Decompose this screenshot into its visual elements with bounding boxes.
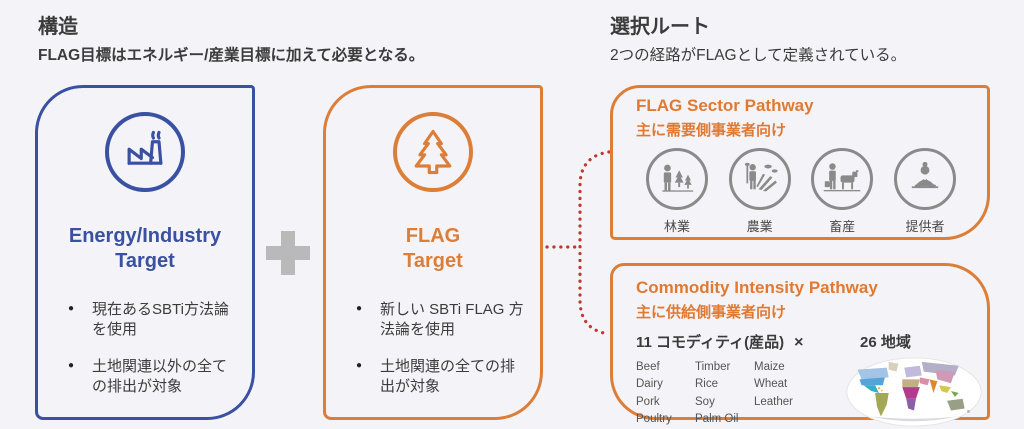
commodity-column-2: Timber Rice Soy Palm Oil: [695, 359, 739, 428]
pine-tree-icon: [393, 112, 473, 192]
forestry-icon: [646, 148, 708, 210]
sector-item-provider: 提供者: [889, 148, 961, 235]
commodity-column-3: Maize Wheat Leather: [754, 359, 798, 428]
commodity-columns: Beef Dairy Pork Poultry Timber Rice Soy …: [636, 359, 842, 428]
bullet-item: 新しい SBTi FLAG 方法論を使用: [356, 300, 528, 341]
flag-target-card: FLAG Target 新しい SBTi FLAG 方法論を使用 土地関連の全て…: [323, 85, 543, 420]
regions-block: 26 地域: [844, 331, 984, 429]
sector-pathway-subtitle: 主に需要側事業者向け: [636, 122, 787, 139]
route-title: 選択ルート: [610, 16, 710, 38]
bullet-item: 現在あるSBTi方法論を使用: [68, 300, 240, 341]
sector-item-forestry: 林業: [641, 148, 713, 235]
structure-title: 構造: [38, 16, 78, 38]
commodity-item: Timber: [695, 361, 731, 373]
commodity-item: Maize: [754, 361, 785, 373]
flag-target-title-line2: Target: [403, 250, 463, 272]
agriculture-icon: [728, 148, 791, 210]
structure-header: 構造 FLAG目標はエネルギー/産業目標に加えて必要となる。: [38, 10, 424, 65]
flag-target-bullets: 新しい SBTi FLAG 方法論を使用 土地関連の全ての排出が対象: [356, 300, 528, 397]
provider-icon: [893, 148, 956, 210]
commodity-item: Dairy: [636, 378, 663, 391]
energy-target-title: Energy/Industry Target: [38, 224, 252, 274]
sector-pathway-title: FLAG Sector Pathway: [636, 96, 814, 115]
regions-heading: 26 地域: [860, 334, 911, 351]
commodities-heading: 11 コモディティ(産品) ×: [636, 331, 842, 352]
commodity-pathway-subtitle: 主に供給側事業者向け: [636, 304, 787, 321]
sector-item-agriculture: 農業: [724, 148, 796, 235]
multiply-icon: ×: [794, 334, 804, 351]
commodity-item: Soy: [695, 395, 715, 408]
route-header: 選択ルート 2つの経路がFLAGとして定義されている。: [610, 10, 906, 65]
sector-item-livestock: 畜産: [806, 148, 878, 235]
plus-icon: [266, 231, 310, 275]
energy-target-bullets: 現在あるSBTi方法論を使用 土地関連以外の全ての排出が対象: [68, 300, 240, 397]
commodity-item: Beef: [636, 361, 660, 373]
commodity-column-1: Beef Dairy Pork Poultry: [636, 359, 680, 428]
commodity-pathway-title: Commodity Intensity Pathway: [636, 278, 878, 297]
energy-industry-target-card: Energy/Industry Target 現在あるSBTi方法論を使用 土地…: [35, 85, 255, 420]
route-subtitle: 2つの経路がFLAGとして定義されている。: [610, 47, 907, 64]
commodity-item: Leather: [754, 395, 794, 408]
sector-label: 畜産: [829, 219, 856, 234]
sector-label: 提供者: [905, 219, 945, 234]
flag-target-title: FLAG Target: [326, 224, 540, 274]
structure-subtitle: FLAG目標はエネルギー/産業目標に加えて必要となる。: [38, 47, 425, 64]
factory-icon: [105, 112, 185, 192]
commodity-list-block: 11 コモディティ(産品) × Beef Dairy Pork Poultry T…: [636, 331, 842, 429]
flag-sector-pathway-card: FLAG Sector Pathway 主に需要側事業者向け: [610, 85, 990, 240]
bullet-item: 土地関連の全ての排出が対象: [356, 357, 528, 398]
sector-label: 林業: [663, 219, 690, 234]
world-map: [844, 356, 984, 429]
commodity-content-row: 11 コモディティ(産品) × Beef Dairy Pork Poultry T…: [636, 331, 987, 429]
flag-target-title-line1: FLAG: [405, 225, 461, 247]
energy-target-title-line1: Energy/Industry: [68, 225, 222, 247]
commodity-item: Pork: [636, 395, 660, 408]
bullet-item: 土地関連以外の全ての排出が対象: [68, 357, 240, 398]
commodity-item: Rice: [695, 378, 719, 391]
commodities-count-label: 11 コモディティ(産品): [636, 334, 785, 351]
commodity-item: Poultry: [636, 412, 672, 425]
energy-target-title-line2: Target: [115, 250, 175, 272]
sector-label: 農業: [746, 219, 773, 234]
sector-icon-row: 林業: [641, 148, 961, 235]
livestock-icon: [811, 148, 874, 210]
commodity-intensity-pathway-card: Commodity Intensity Pathway 主に供給側事業者向け 1…: [610, 263, 990, 427]
commodity-item: Palm Oil: [695, 412, 739, 425]
commodity-item: Wheat: [754, 378, 788, 391]
